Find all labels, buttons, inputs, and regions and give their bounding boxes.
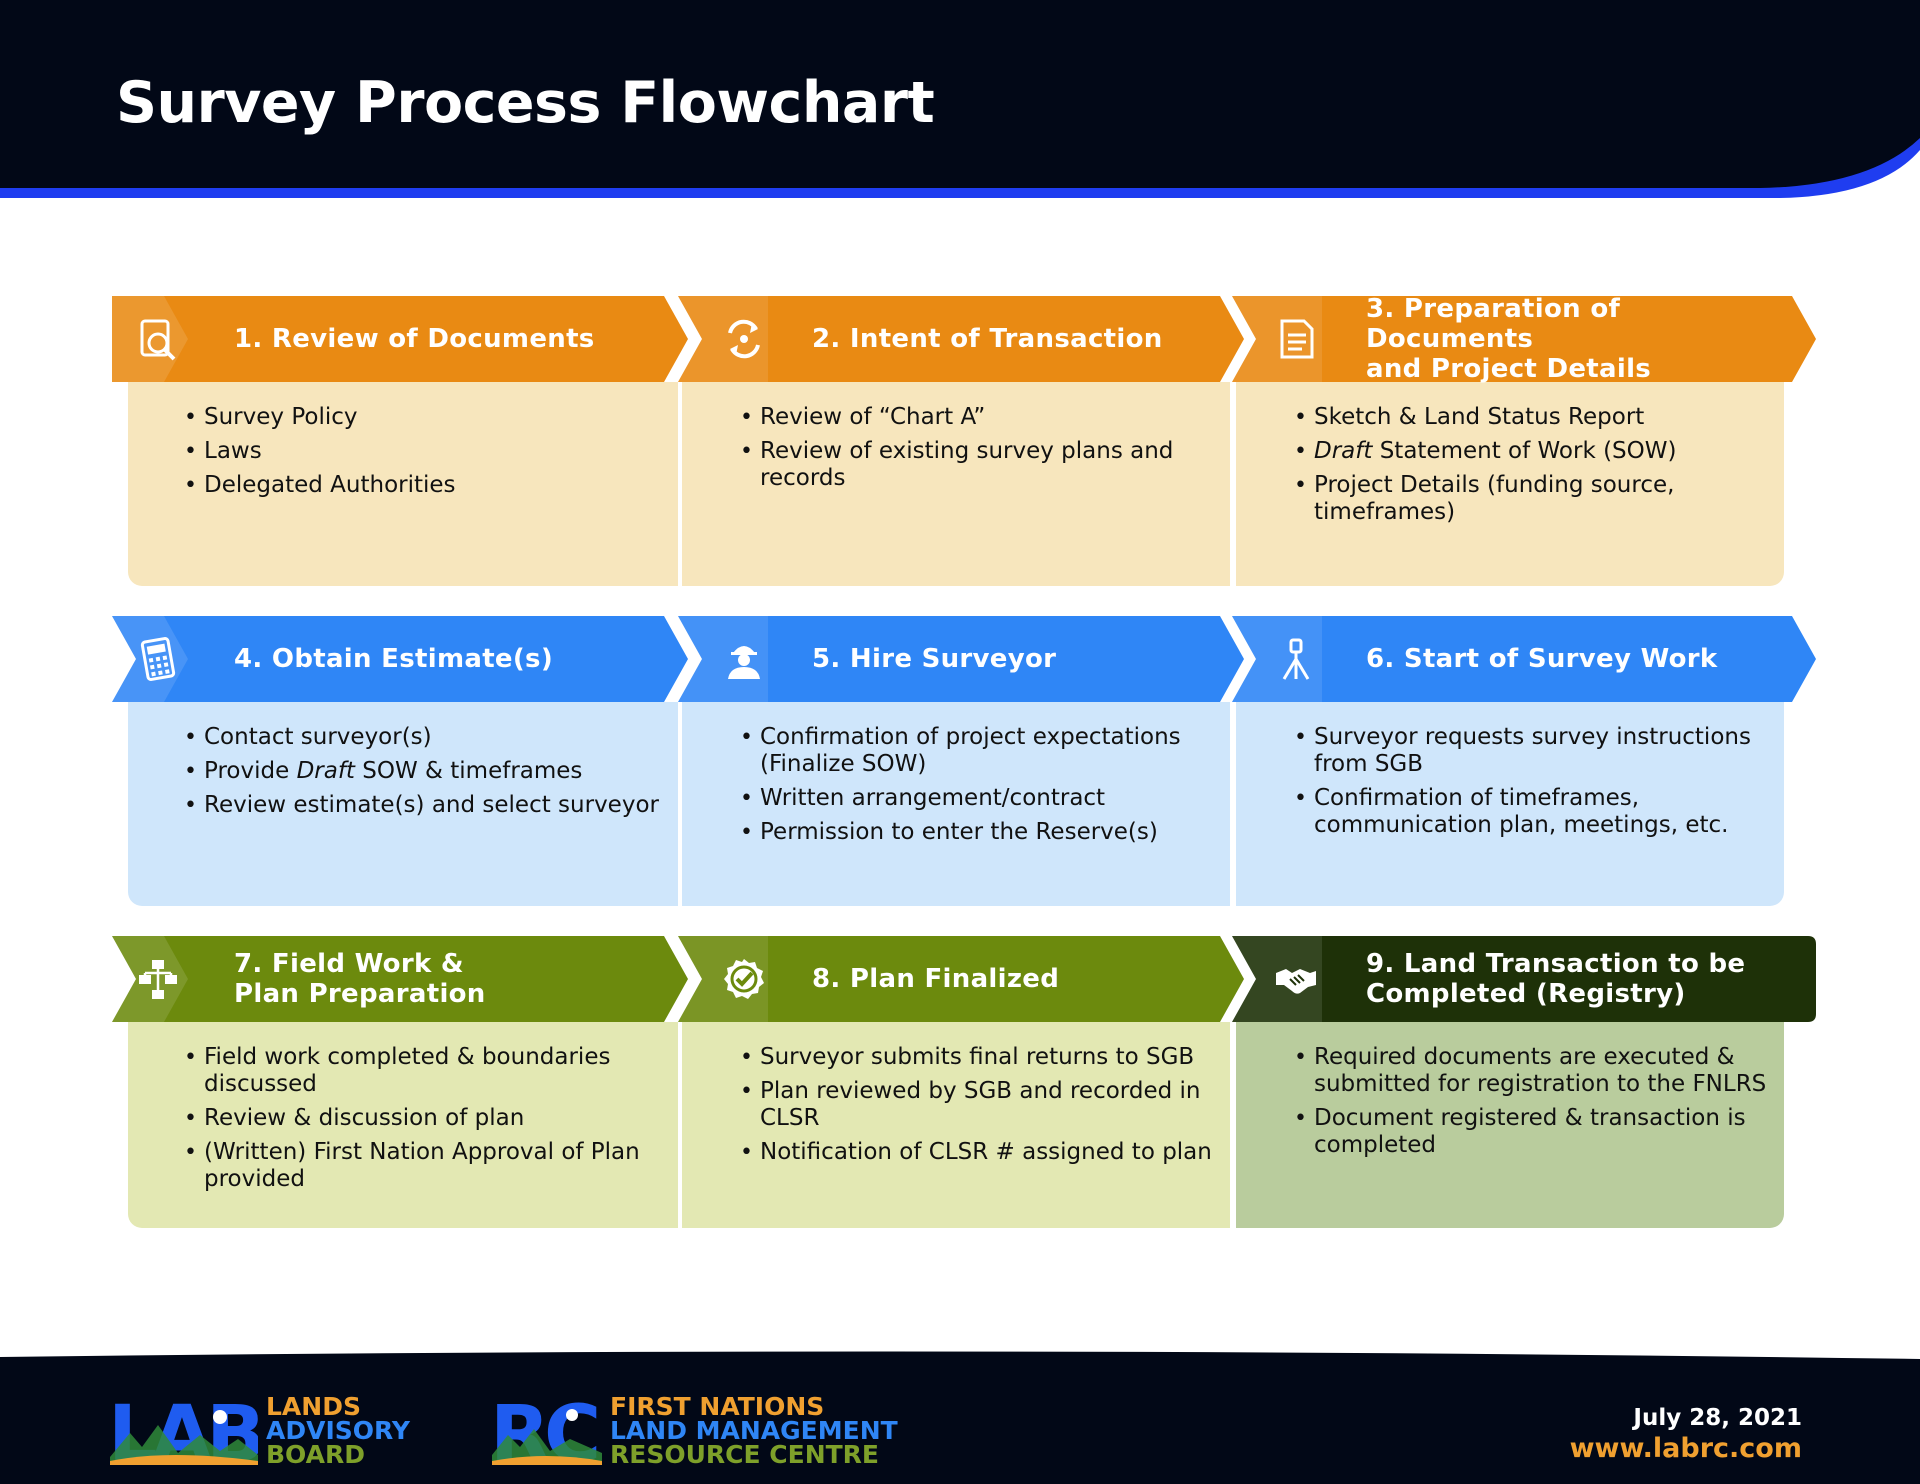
step-bullet-item: Permission to enter the Reserve(s) — [740, 819, 1216, 846]
step-details: Contact surveyor(s) Provide Draft SOW & t… — [128, 702, 678, 906]
step-header-shape — [678, 616, 1244, 702]
step-title: 7. Field Work & Plan Preparation — [234, 949, 486, 1009]
lab-logo-mark: LAB — [108, 1390, 266, 1480]
step-details: Confirmation of project expectations (Fi… — [682, 702, 1230, 906]
rc-logo-mark: RC — [490, 1390, 603, 1480]
step-title: 6. Start of Survey Work — [1366, 644, 1718, 674]
step-details: Surveyor submits final returns to SGB Pla… — [682, 1022, 1230, 1228]
page-footer: LAB LANDS ADVISORY BOARD RC FIRST NATION… — [0, 1345, 1920, 1484]
step-bullet-item: Plan reviewed by SGB and recorded in CLS… — [740, 1078, 1216, 1132]
step-bullet-item: Confirmation of project expectations (Fi… — [740, 724, 1216, 778]
step-details: Survey PolicyLawsDelegated Authorities — [128, 382, 678, 586]
step-bullet-item: Surveyor requests survey instructions fr… — [1294, 724, 1770, 778]
step-bullet-item: Document registered & transaction is com… — [1294, 1105, 1770, 1159]
document-icon — [1274, 317, 1318, 361]
rc-logo-line1: FIRST NATIONS — [610, 1392, 825, 1421]
step-bullet-item: Laws — [184, 438, 664, 465]
step-bullet-list: Survey PolicyLawsDelegated Authorities — [184, 404, 664, 499]
surveyor-worker-icon — [722, 637, 766, 681]
step-bullet-item: Review of existing survey plans and reco… — [740, 438, 1216, 492]
step-details: Required documents are executed & submit… — [1236, 1022, 1784, 1228]
step-bullet-item: Provide Draft SOW & timeframes — [184, 758, 664, 785]
step-bullet-item: Delegated Authorities — [184, 472, 664, 499]
step-bullet-list: Required documents are executed & submit… — [1294, 1044, 1770, 1159]
step-bullet-item: Contact surveyor(s) — [184, 724, 664, 751]
step-header: 6. Start of Survey Work — [1232, 616, 1816, 702]
step-title: 1. Review of Documents — [234, 324, 595, 354]
step-header-shape — [1232, 616, 1816, 702]
step-bullet-item: Sketch & Land Status Report — [1294, 404, 1770, 431]
header-background — [0, 0, 1920, 198]
step-bullet-item: Review estimate(s) and select surveyor — [184, 792, 664, 819]
lab-logo: LAB LANDS ADVISORY BOARD — [108, 1390, 410, 1480]
step-bullet-list: Field work completed & boundaries discus… — [184, 1044, 664, 1193]
rc-logo-line3: RESOURCE CENTRE — [610, 1440, 879, 1469]
step-details: Surveyor requests survey instructions fr… — [1236, 702, 1784, 906]
approved-badge-icon — [722, 957, 766, 1001]
step-bullet-list: Surveyor requests survey instructions fr… — [1294, 724, 1770, 839]
step-header-shape — [112, 616, 688, 702]
rc-logo-line2: LAND MANAGEMENT — [610, 1416, 898, 1445]
step-header: 7. Field Work & Plan Preparation — [112, 936, 688, 1022]
step-bullet-list: Contact surveyor(s) Provide Draft SOW & t… — [184, 724, 664, 819]
step-header-shape — [112, 296, 688, 382]
step-bullet-item: Project Details (funding source, timefra… — [1294, 472, 1770, 526]
step-bullet-item: Field work completed & boundaries discus… — [184, 1044, 664, 1098]
step-bullet-item: Notification of CLSR # assigned to plan — [740, 1139, 1216, 1166]
step-bullet-item: (Written) First Nation Approval of Plan … — [184, 1139, 664, 1193]
step-bullet-item: Confirmation of timeframes, communicatio… — [1294, 785, 1770, 839]
step-bullet-list: Surveyor submits final returns to SGB Pla… — [740, 1044, 1216, 1166]
step-header: 4. Obtain Estimate(s) — [112, 616, 688, 702]
step-title: 4. Obtain Estimate(s) — [234, 644, 553, 674]
step-header: 9. Land Transaction to be Completed (Reg… — [1232, 936, 1816, 1022]
exchange-arrows-icon — [722, 317, 766, 361]
step-header-shape — [678, 296, 1244, 382]
step-header-shape — [1232, 296, 1816, 382]
step-header: 5. Hire Surveyor — [678, 616, 1244, 702]
step-header: 8. Plan Finalized — [678, 936, 1244, 1022]
handshake-icon — [1274, 957, 1318, 1001]
step-title: 5. Hire Surveyor — [812, 644, 1057, 674]
step-bullet-item: Survey Policy — [184, 404, 664, 431]
website-link[interactable]: www.labrc.com — [1569, 1433, 1802, 1464]
lab-logo-line1: LANDS — [266, 1392, 361, 1421]
step-details: Sketch & Land Status ReportDraft Stateme… — [1236, 382, 1784, 586]
page-header: Survey Process Flowchart — [0, 0, 1920, 205]
footer-background — [0, 1351, 1920, 1484]
step-title: 3. Preparation of Documents and Project … — [1366, 294, 1652, 384]
flowchart-icon — [136, 957, 180, 1001]
step-bullet-list: Review of “Chart A” Review of existing su… — [740, 404, 1216, 492]
step-bullet-item: Review of “Chart A” — [740, 404, 1216, 431]
step-header: 3. Preparation of Documents and Project … — [1232, 294, 1816, 384]
step-bullet-item: Required documents are executed & submit… — [1294, 1044, 1770, 1098]
calculator-icon — [136, 637, 180, 681]
step-bullet-list: Sketch & Land Status ReportDraft Stateme… — [1294, 404, 1770, 526]
step-header: 1. Review of Documents — [112, 296, 688, 382]
step-header-shape — [678, 936, 1244, 1022]
step-header: 2. Intent of Transaction — [678, 296, 1244, 382]
survey-tripod-icon — [1274, 637, 1318, 681]
step-bullet-item: Draft Statement of Work (SOW) — [1294, 438, 1770, 465]
step-details: Review of “Chart A” Review of existing su… — [682, 382, 1230, 586]
step-title: 9. Land Transaction to be Completed (Reg… — [1366, 949, 1746, 1009]
step-details: Field work completed & boundaries discus… — [128, 1022, 678, 1228]
lab-logo-line2: ADVISORY — [266, 1416, 410, 1445]
step-bullet-item: Surveyor submits final returns to SGB — [740, 1044, 1216, 1071]
magnifier-document-icon — [136, 317, 180, 361]
rc-logo: RC FIRST NATIONS LAND MANAGEMENT RESOURC… — [490, 1390, 898, 1480]
step-bullet-item: Review & discussion of plan — [184, 1105, 664, 1132]
step-bullet-list: Confirmation of project expectations (Fi… — [740, 724, 1216, 846]
step-title: 8. Plan Finalized — [812, 964, 1060, 994]
page-title: Survey Process Flowchart — [116, 70, 935, 136]
publication-date: July 28, 2021 — [1633, 1405, 1802, 1431]
step-title: 2. Intent of Transaction — [812, 324, 1163, 354]
lab-logo-line3: BOARD — [266, 1440, 365, 1469]
step-bullet-item: Written arrangement/contract — [740, 785, 1216, 812]
